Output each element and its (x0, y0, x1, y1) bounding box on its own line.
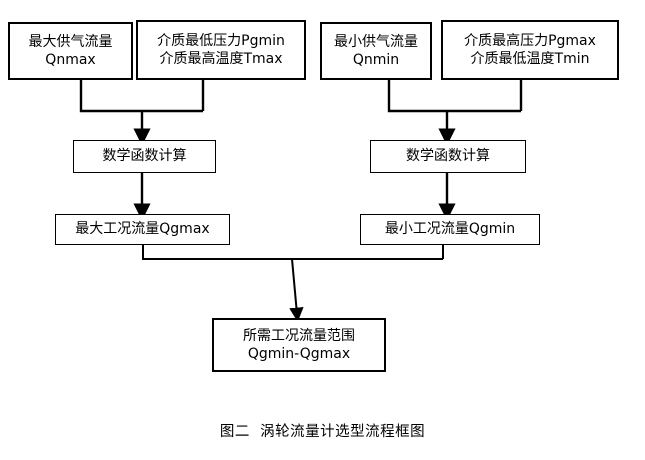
node-qgmax-result-label: 最大工况流量Qgmax (75, 221, 210, 238)
node-required-range: 所需工况流量范围 Qgmin-Qgmax (212, 318, 386, 372)
node-math-calc-right: 数学函数计算 (370, 140, 526, 173)
node-max-pressure-min-temp-line2: 介质最低温度Tmin (470, 51, 590, 67)
node-max-supply-flow-line1: 最大供气流量 (28, 33, 113, 50)
node-max-pressure-min-temp: 介质最高压力Pgmax 介质最低温度Tmin (441, 20, 619, 80)
node-min-supply-flow-line2: Qnmin (352, 52, 400, 68)
node-max-pressure-min-temp-line1: 介质最高压力Pgmax (464, 32, 596, 49)
node-math-calc-left-label: 数学函数计算 (102, 148, 187, 165)
node-qgmin-result: 最小工况流量Qgmin (360, 214, 540, 245)
node-max-supply-flow: 最大供气流量 Qnmax (8, 22, 133, 80)
figure-caption: 图二 涡轮流量计选型流程框图 (219, 424, 426, 440)
node-math-calc-left: 数学函数计算 (73, 140, 216, 173)
connector-bottom-merge (142, 245, 444, 322)
node-min-supply-flow: 最小供气流量 Qnmin (320, 22, 432, 80)
node-required-range-line1: 所需工况流量范围 (243, 327, 355, 344)
connector-right-merge (387, 78, 523, 146)
node-min-pressure-max-temp-line2: 介质最高温度Tmax (159, 51, 283, 67)
node-required-range-line2: Qgmin-Qgmax (247, 346, 351, 362)
node-min-pressure-max-temp-line1: 介质最低压力Pgmin (157, 32, 285, 49)
connector-left-merge (79, 78, 205, 146)
node-min-supply-flow-line1: 最小供气流量 (334, 33, 418, 50)
node-math-calc-right-label: 数学函数计算 (406, 148, 490, 165)
node-min-pressure-max-temp: 介质最低压力Pgmin 介质最高温度Tmax (136, 20, 306, 80)
node-qgmax-result: 最大工况流量Qgmax (55, 214, 230, 245)
node-qgmin-result-label: 最小工况流量Qgmin (384, 221, 516, 238)
node-max-supply-flow-line2: Qnmax (45, 52, 96, 68)
